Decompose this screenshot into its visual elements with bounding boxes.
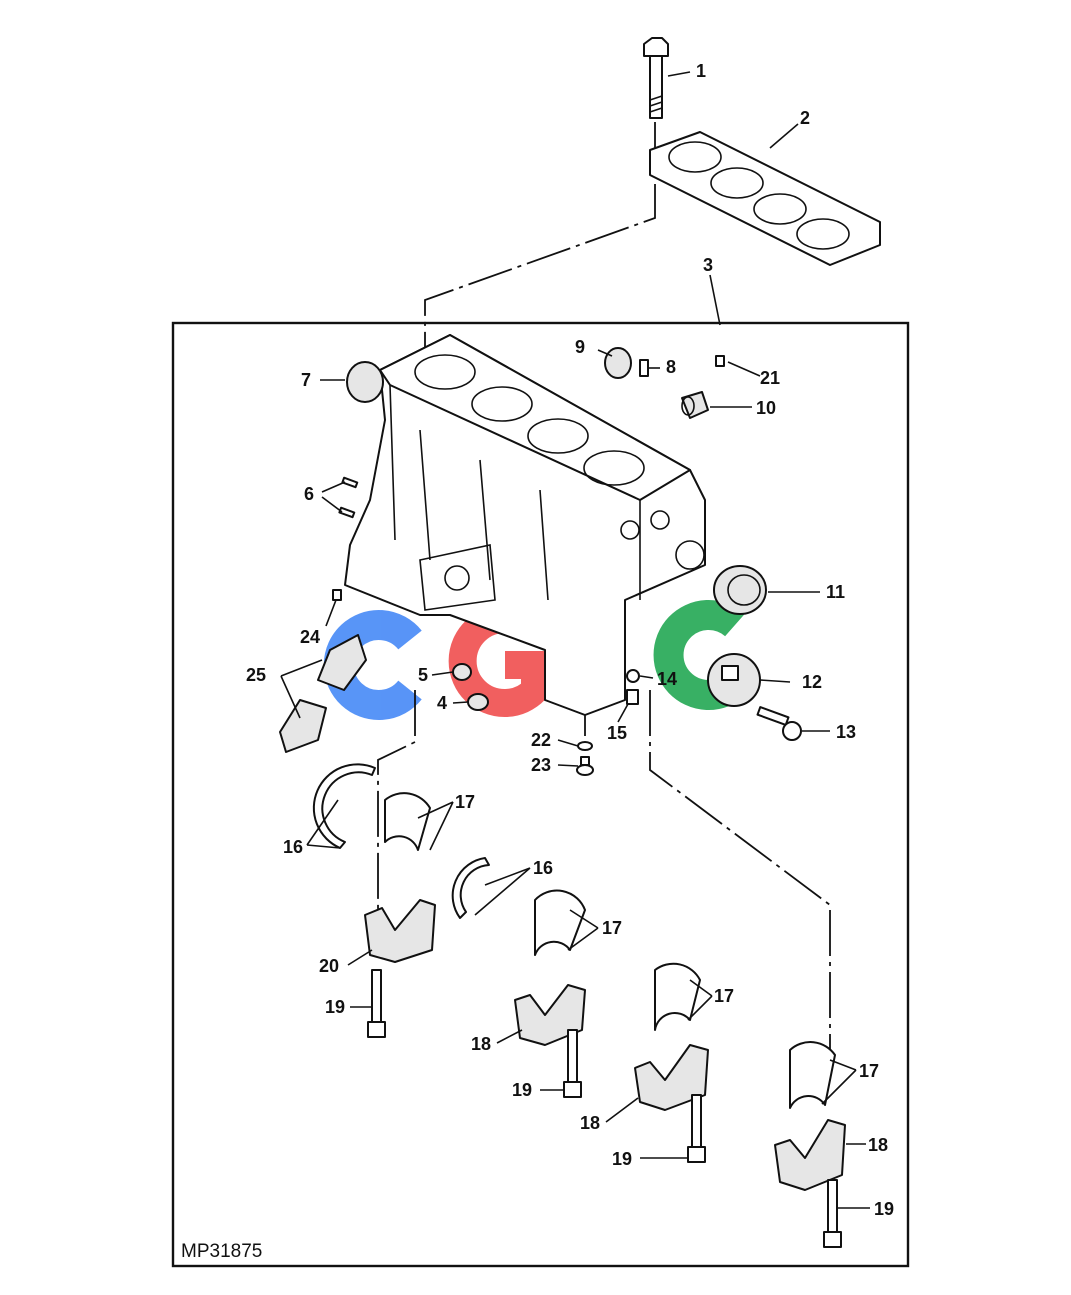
bearing-cap-20 (364, 899, 436, 963)
label-19d: 19 (874, 1199, 894, 1219)
head-gasket (649, 131, 881, 266)
label-2: 2 (800, 108, 810, 128)
label-6: 6 (304, 484, 314, 504)
bolt-13 (756, 706, 802, 741)
thrust-washers-16-left (312, 763, 376, 849)
figure-code: MP31875 (181, 1241, 262, 1262)
expansion-plug-9 (604, 347, 632, 379)
label-4: 4 (437, 693, 447, 713)
cap-bolt-19-b (563, 1029, 582, 1098)
dowel-pin-8 (639, 359, 649, 377)
label-18b: 18 (580, 1113, 600, 1133)
housing-12 (707, 653, 761, 707)
label-17a: 17 (455, 792, 475, 812)
bearing-17-d (789, 1041, 836, 1109)
plug-15 (626, 689, 639, 705)
plug-10 (681, 391, 709, 419)
label-8: 8 (666, 357, 676, 377)
label-23: 23 (531, 755, 551, 775)
part-labels: 1 2 3 4 5 6 7 8 9 10 11 12 13 14 15 16 1… (246, 61, 894, 1219)
label-14: 14 (657, 669, 677, 689)
bearing-17-a (384, 792, 431, 851)
label-21: 21 (760, 368, 780, 388)
bushing-11 (713, 565, 767, 615)
label-22: 22 (531, 730, 551, 750)
label-3: 3 (703, 255, 713, 275)
label-5: 5 (418, 665, 428, 685)
head-bolt (643, 37, 669, 119)
bearing-17-c (654, 962, 701, 1031)
label-25: 25 (246, 665, 266, 685)
thrust-washers-16-right (451, 857, 490, 919)
label-17b: 17 (602, 918, 622, 938)
expansion-plug-7 (346, 361, 384, 403)
cap-bolt-19-c (687, 1094, 706, 1163)
bearing-17-b (534, 889, 586, 956)
label-16b: 16 (533, 858, 553, 878)
assembly-frame (171, 321, 910, 1268)
label-24: 24 (300, 627, 320, 647)
label-19c: 19 (612, 1149, 632, 1169)
screw-23 (576, 756, 594, 776)
watermark-letter-c-green (653, 600, 745, 710)
washer-22 (577, 741, 593, 751)
fittings-25 (279, 634, 367, 753)
leader-lines (280, 71, 870, 1209)
label-19b: 19 (512, 1080, 532, 1100)
label-7: 7 (301, 370, 311, 390)
label-10: 10 (756, 398, 776, 418)
label-17d: 17 (859, 1061, 879, 1081)
dowel-pin-21 (715, 355, 725, 367)
label-18a: 18 (471, 1034, 491, 1054)
plug-14 (626, 669, 640, 683)
plug-5 (452, 663, 472, 681)
bearing-cap-18-b (634, 1044, 709, 1111)
plug-24 (332, 589, 342, 601)
label-16a: 16 (283, 837, 303, 857)
label-1: 1 (696, 61, 706, 81)
cap-bolt-19-a (367, 969, 386, 1038)
label-17c: 17 (714, 986, 734, 1006)
label-13: 13 (836, 722, 856, 742)
label-19a: 19 (325, 997, 345, 1017)
cylinder-block (344, 334, 706, 716)
label-11: 11 (826, 582, 845, 602)
label-18c: 18 (868, 1135, 888, 1155)
bearing-cap-18-c (774, 1119, 846, 1191)
label-12: 12 (802, 672, 822, 692)
label-20: 20 (319, 956, 339, 976)
label-15: 15 (607, 723, 627, 743)
label-9: 9 (575, 337, 585, 357)
cap-bolt-19-d (823, 1179, 842, 1248)
plug-4 (467, 693, 489, 711)
